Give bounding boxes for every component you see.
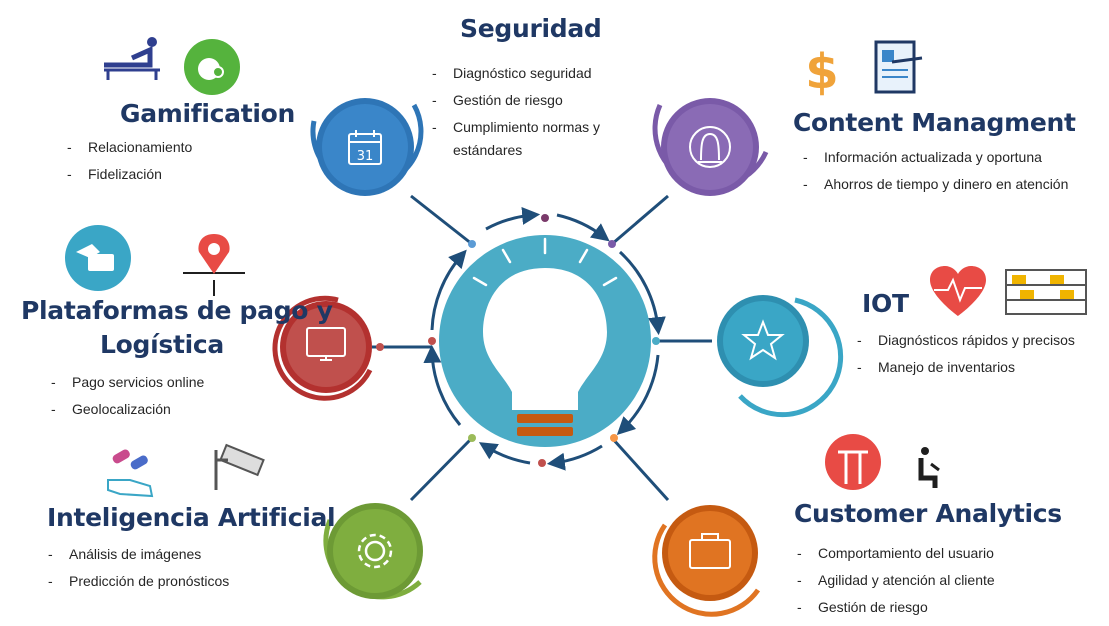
person-exercise-icon: [104, 37, 160, 80]
list-item: Gestión de riesgo: [797, 598, 995, 625]
list-item: Predicción de pronósticos: [48, 572, 229, 599]
connector-customer: [610, 436, 670, 502]
list-item: Diagnósticos rápidos y precisos: [857, 331, 1075, 358]
card-payment-icon: [65, 225, 131, 291]
security-camera-icon: [214, 443, 265, 490]
calendar-day: 31: [357, 149, 374, 164]
list-item: Relacionamiento: [67, 138, 192, 165]
warehouse-shelf-icon: [1005, 269, 1087, 315]
node-customer: [652, 505, 761, 617]
list-item: Ahorros de tiempo y dinero en atención: [803, 175, 1068, 202]
seguridad-title: Seguridad: [460, 14, 602, 43]
list-item: Gestión de riesgo: [432, 91, 600, 118]
connector-dots: [376, 214, 660, 467]
connector-seguridad: [410, 194, 473, 246]
list-item: Diagnóstico seguridad: [432, 64, 600, 91]
shopping-people-icon: [825, 434, 881, 490]
list-item: Información actualizada y oportuna: [803, 148, 1068, 175]
gear-icon: [357, 533, 393, 569]
list-item: Agilidad y atención al cliente: [797, 571, 995, 598]
connector-content: [611, 194, 669, 246]
customer-list: Comportamiento del usuario Agilidad y at…: [797, 544, 995, 625]
list-item: Manejo de inventarios: [857, 358, 1075, 385]
list-item: Comportamiento del usuario: [797, 544, 995, 571]
briefcase-icon: [689, 533, 731, 569]
ia-list: Análisis de imágenes Predicción de pronó…: [48, 545, 229, 599]
monitor-icon: [306, 327, 346, 361]
seguridad-list: Diagnóstico seguridad Gestión de riesgo …: [432, 64, 600, 168]
light-bulb-icon: [439, 235, 651, 447]
ia-title: Inteligencia Artificial: [47, 503, 336, 532]
gamification-list: Relacionamiento Fidelización: [67, 138, 192, 192]
list-item: Pago servicios online: [51, 373, 204, 400]
cycle-arrows: [423, 206, 666, 471]
star-icon: [741, 319, 785, 361]
user-silhouette-icon: [689, 126, 731, 168]
list-item-continuation: estándares: [453, 142, 523, 158]
list-item: Fidelización: [67, 165, 192, 192]
iot-title: IOT: [862, 289, 909, 318]
apple-badge-icon: [184, 39, 240, 95]
document-pen-icon: [874, 40, 923, 94]
node-iot: [717, 295, 844, 418]
seated-person-icon: [918, 447, 940, 488]
heartbeat-icon: [930, 266, 986, 316]
svg-text:$: $: [805, 44, 838, 100]
customer-title: Customer Analytics: [794, 499, 1062, 528]
pills-hand-icon: [107, 449, 154, 498]
node-pagos: [272, 295, 373, 401]
pagos-list: Pago servicios online Geolocalización: [51, 373, 204, 427]
iot-list: Diagnósticos rápidos y precisos Manejo d…: [857, 331, 1075, 385]
connector-ia: [409, 436, 474, 502]
pagos-title-line1: Plataformas de pago y: [21, 296, 333, 325]
list-item: Análisis de imágenes: [48, 545, 229, 572]
map-pin-arrows-icon: [183, 234, 245, 296]
node-seguridad: 31: [310, 98, 424, 196]
node-ia: [323, 503, 423, 600]
content-title: Content Managment: [793, 108, 1076, 137]
list-item: Cumplimiento normas y: [432, 118, 600, 141]
gamification-title: Gamification: [120, 99, 296, 128]
node-content: [652, 98, 769, 196]
content-list: Información actualizada y oportuna Ahorr…: [803, 148, 1068, 202]
pagos-title-line2: Logística: [100, 330, 224, 359]
calendar-icon: [348, 130, 382, 165]
list-item: Geolocalización: [51, 400, 204, 427]
dollar-icon: $: [805, 44, 838, 100]
